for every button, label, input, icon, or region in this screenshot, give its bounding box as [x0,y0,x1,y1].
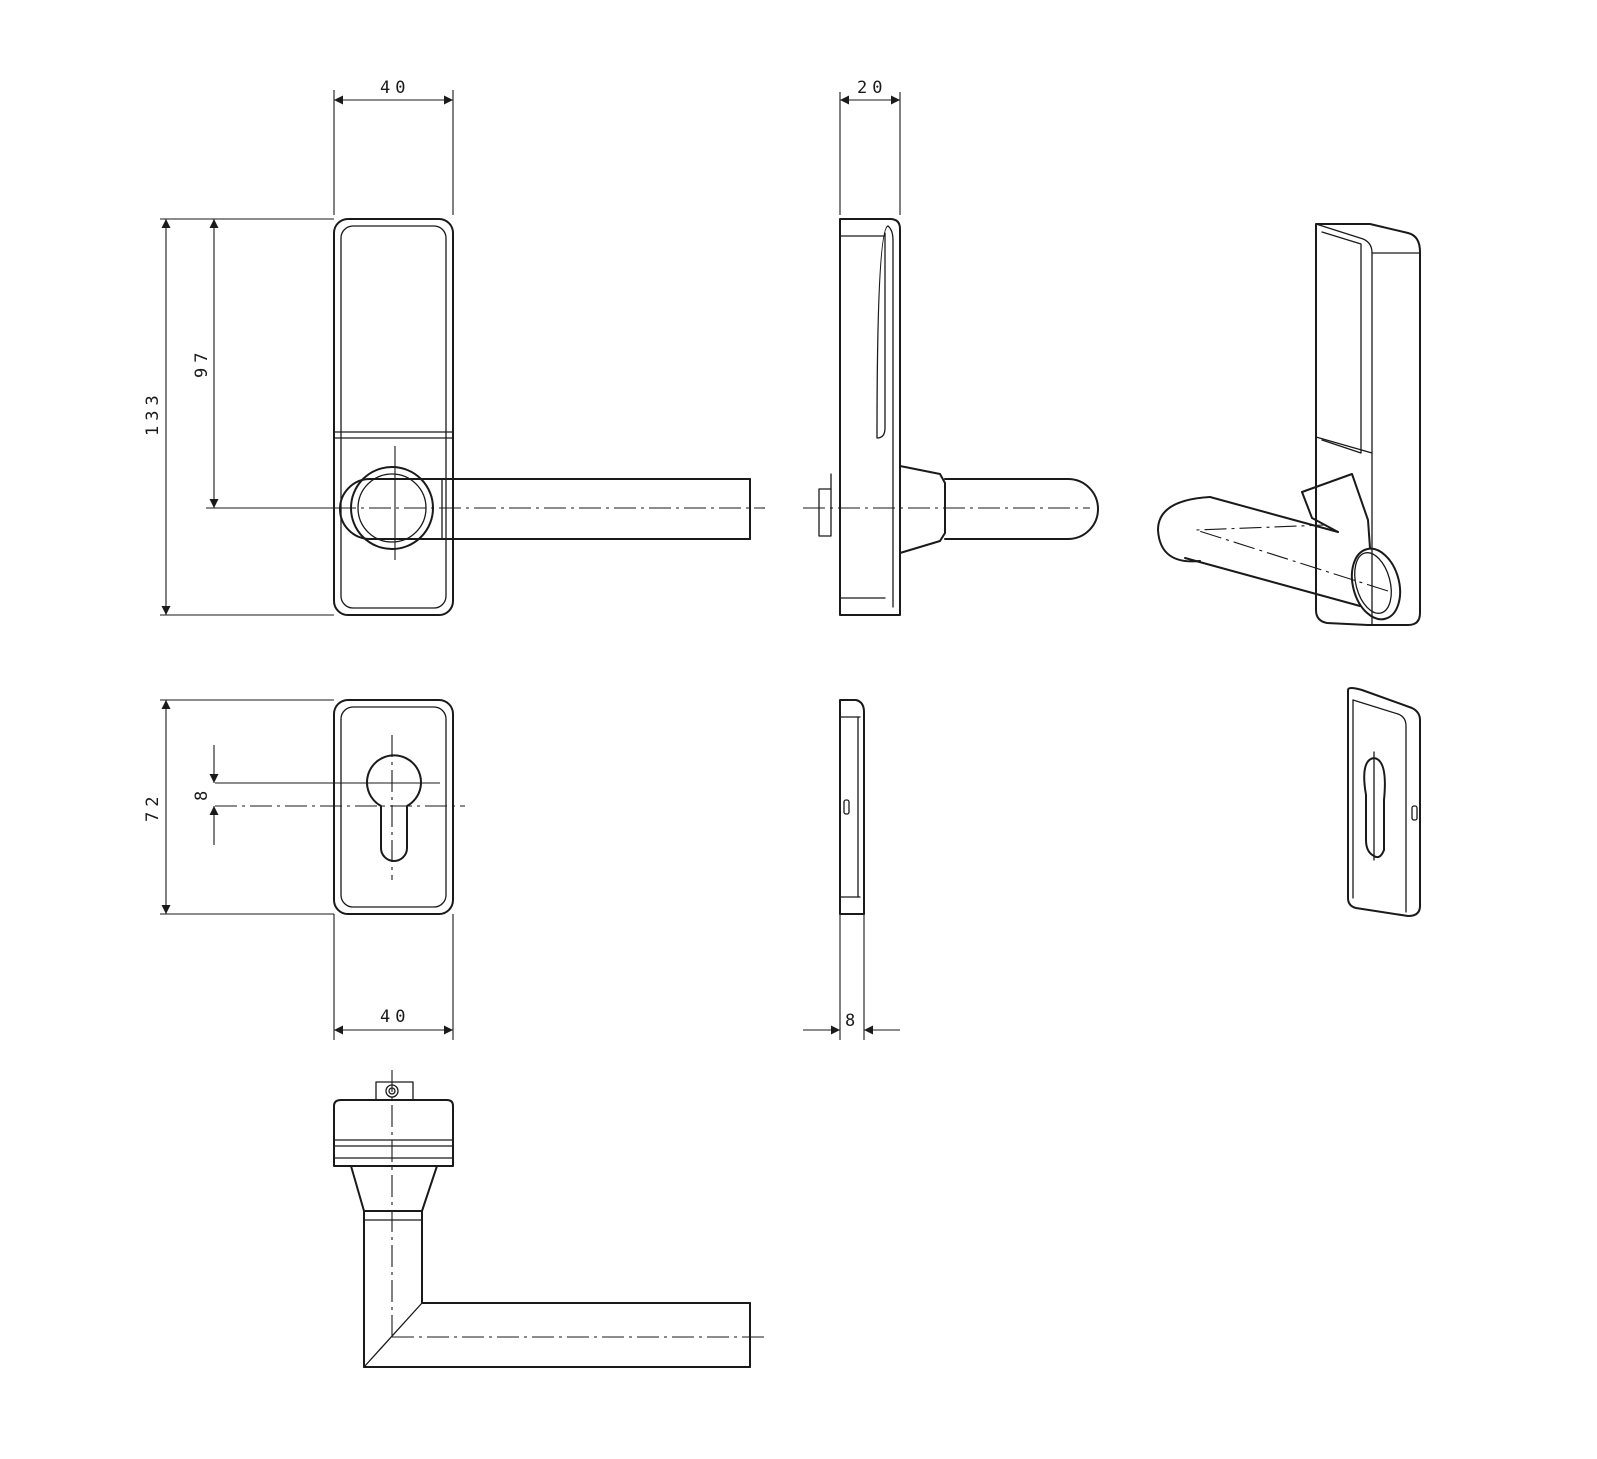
dim-text-axis-height: 97 [192,348,212,378]
dimension-escutcheon-height: 72 [143,699,334,915]
side-view-handle [803,218,1099,616]
side-view-escutcheon [839,699,865,915]
dimension-escutcheon-width: 40 [333,914,454,1040]
dimension-overall-height: 133 [143,218,334,616]
front-view-escutcheon [215,699,465,915]
dim-text-cylinder-offset: 8 [192,786,212,801]
front-view-handle [333,218,765,616]
dim-text-escutcheon-width: 40 [380,1007,410,1027]
dimension-side-depth: 20 [839,78,901,215]
dimension-front-width: 40 [333,78,454,215]
iso-view-escutcheon [1347,687,1421,917]
dim-text-escutcheon-thickness: 8 [845,1011,860,1031]
dimension-axis-height: 97 [192,219,334,509]
dim-text-side-depth: 20 [857,78,887,98]
top-view-handle [333,1070,765,1368]
dimension-escutcheon-thickness: 8 [803,914,900,1040]
dimension-cylinder-offset: 8 [192,745,219,845]
dim-text-overall-height: 133 [143,390,163,436]
iso-view-handle [1157,223,1421,626]
dim-text-front-width: 40 [380,78,410,98]
dim-text-escutcheon-height: 72 [143,792,163,822]
